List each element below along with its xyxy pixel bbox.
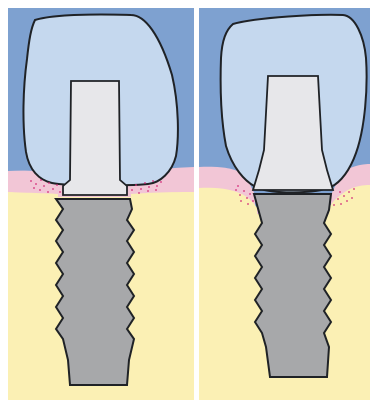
panel-divider bbox=[194, 8, 199, 400]
left-threaded-implant bbox=[56, 199, 134, 385]
right-implant-panel bbox=[199, 8, 370, 400]
left-implant-panel bbox=[8, 8, 194, 400]
left-abutment bbox=[63, 81, 127, 195]
right-threaded-implant bbox=[254, 194, 331, 377]
